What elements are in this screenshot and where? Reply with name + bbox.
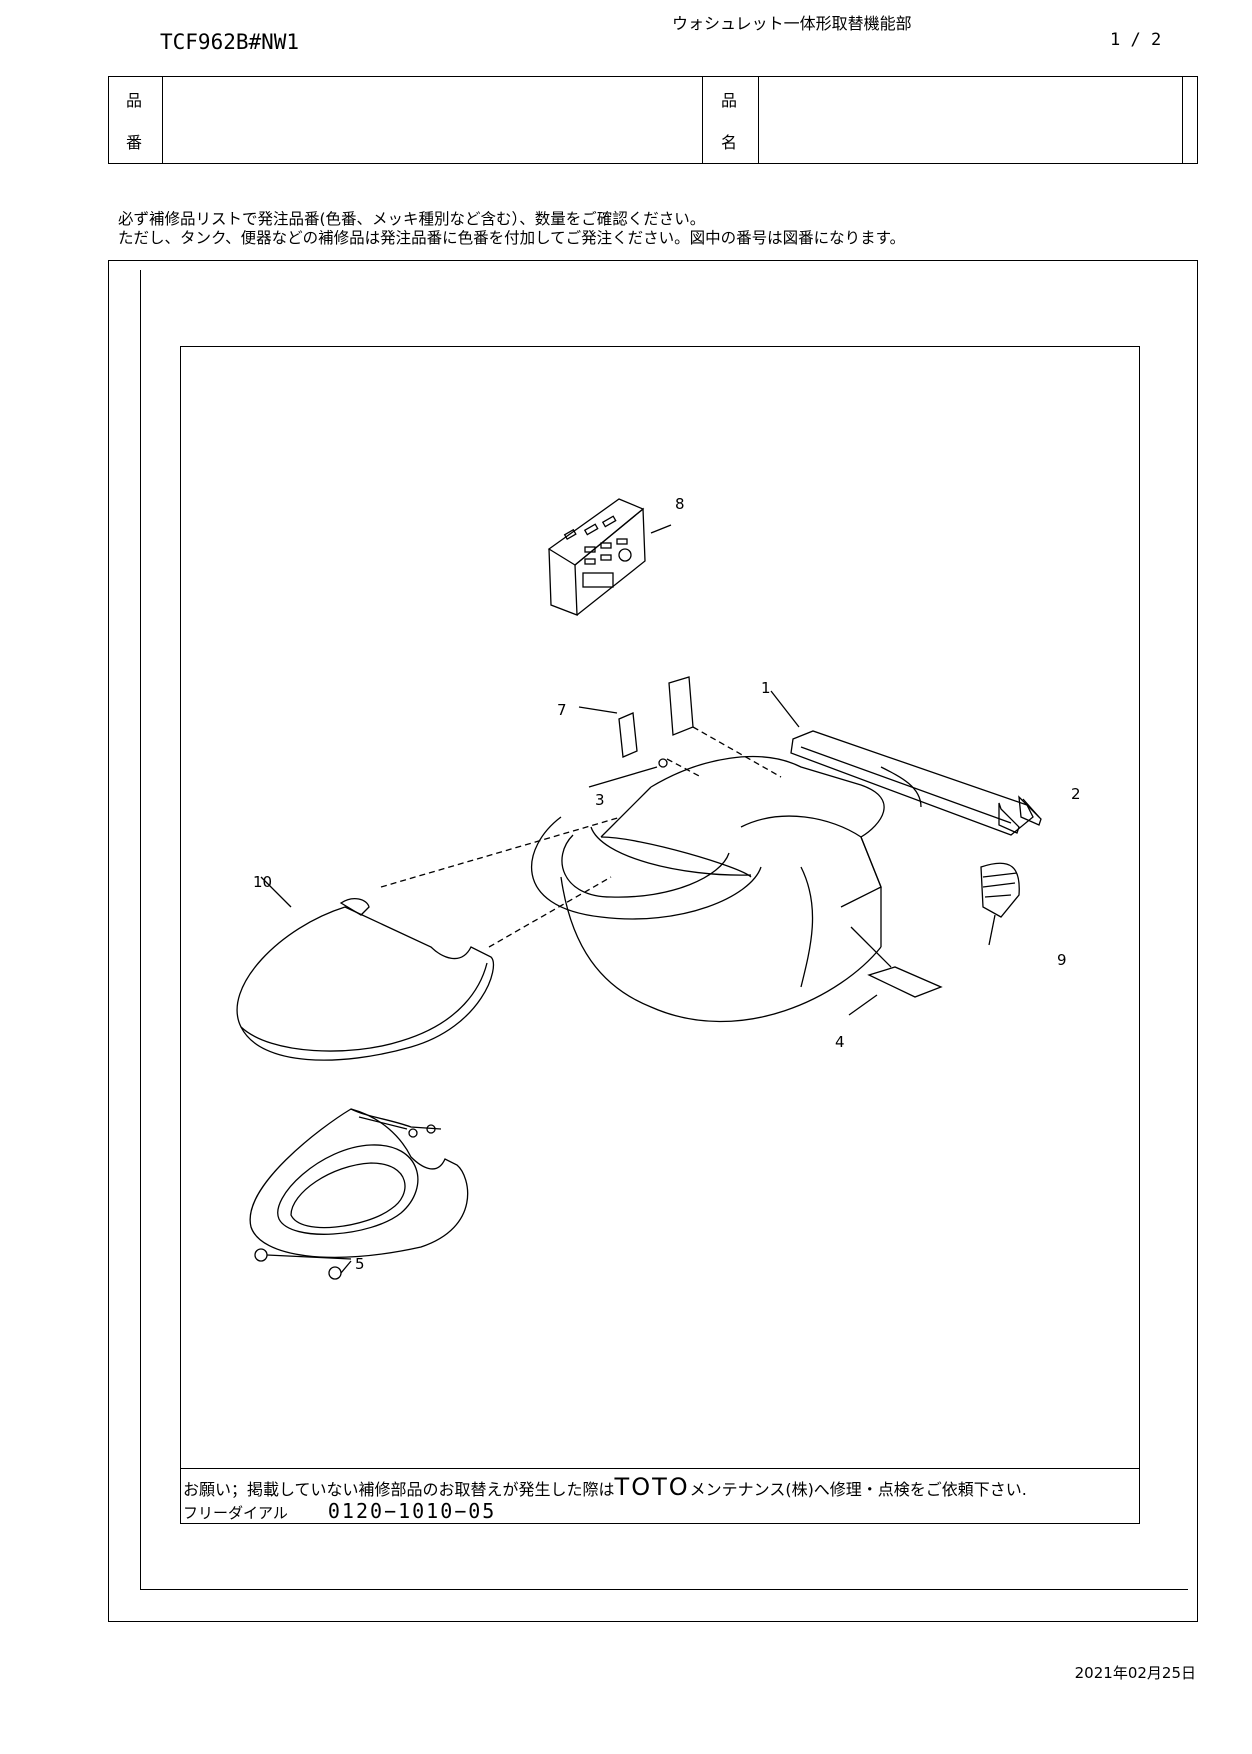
notice-line-2: フリーダイアル 0120−1010−05 [183,1499,496,1523]
outer-frame [108,260,1198,1622]
part-number: TCF962B#NW1 [160,30,300,54]
callout-3: 3 [595,791,605,809]
callout-8: 9 [1057,951,1067,969]
notice-box: お願い；掲載していない補修部品のお取替えが発生した際はTOTOメンテナンス(株)… [181,1468,1139,1523]
notice-prefix: お願い；掲載していない補修部品のお取替えが発生した際は [183,1480,615,1499]
callout-5: 5 [355,1255,365,1273]
diagram-box: 8 1 7 3 2 10 9 4 5 お願い；掲載していない補修部品のお取替えが… [180,346,1140,1524]
callout-10: 10 [253,873,272,891]
callout-7: 7 [557,701,567,719]
notice-line-1: お願い；掲載していない補修部品のお取替えが発生した際はTOTOメンテナンス(株)… [183,1473,1027,1501]
note-line-2: ただし、タンク、便器などの補修品は発注品番に色番を付加してご発注ください。図中の… [118,229,906,247]
part-number-cell [163,77,703,163]
part-number-label-1: 品 [126,91,143,110]
part-name-label-cell: 品 名 [703,77,759,163]
part-name-cell [759,77,1183,163]
remote-control-drawing [547,498,672,616]
part-name: ウォシュレット一体形取替機能部 [672,14,912,33]
callout-1: 1 [761,679,771,697]
toilet-lid-drawing [236,816,622,1061]
part-number-label-2: 番 [126,133,143,152]
free-dial-label: フリーダイアル [183,1504,288,1522]
page-number: 1 / 2 [1110,30,1162,50]
inner-frame [140,270,1188,1590]
callout-4: 4 [835,1033,845,1051]
toilet-seat-drawing [249,1108,469,1280]
part-name-label-2: 名 [721,133,738,152]
exploded-parts-diagram: 8 1 7 3 2 10 9 4 5 [236,495,1081,1280]
free-dial-number: 0120−1010−05 [327,1499,497,1523]
notice-suffix: メンテナンス(株)へ修理・点検をご依頼下さい. [689,1480,1027,1499]
cover-drawing [770,690,1034,836]
part-name-label-1: 品 [721,91,738,110]
header-table: 品 番 品 名 [108,76,1198,164]
part-number-label-cell: 品 番 [109,77,163,163]
document-date: 2021年02月25日 [1074,1664,1196,1682]
brand-name: TOTO [614,1473,690,1501]
toilet-unit-drawing [531,756,922,1023]
callout-9: 8 [675,495,685,513]
bracket-drawing [578,706,638,758]
note-line-1: 必ず補修品リストで発注品番(色番、メッキ種別など含む）、数量をご確認ください。 [118,210,706,228]
callout-2: 2 [1071,785,1081,803]
